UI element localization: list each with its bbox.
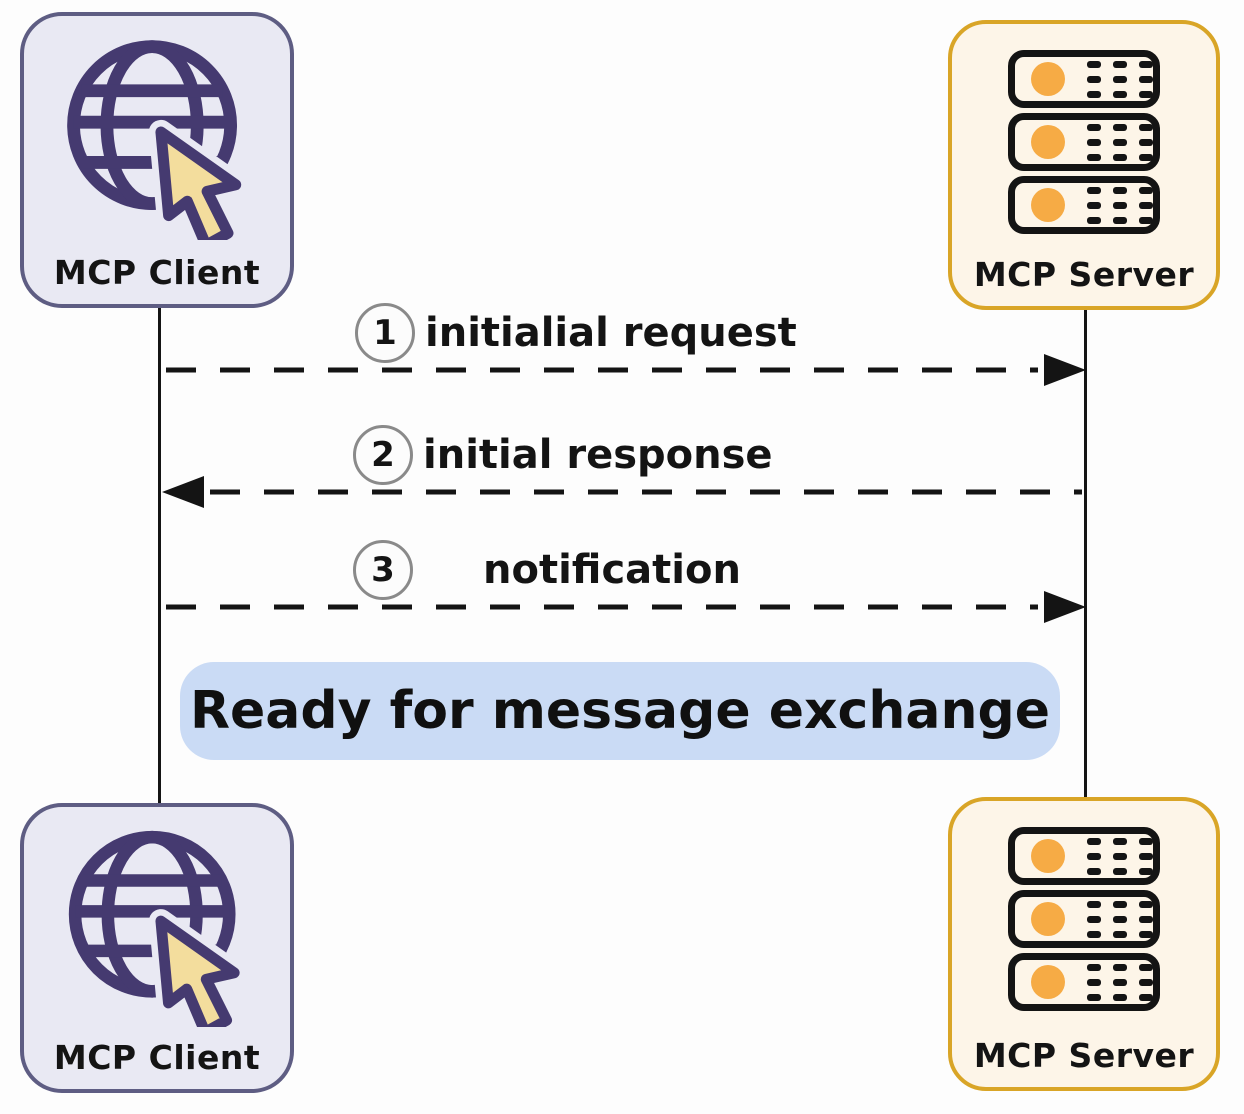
server-led-dot <box>1031 62 1065 96</box>
step-number-badge: 2 <box>353 425 413 485</box>
actor-label: MCP Server <box>973 255 1195 294</box>
message-label: initial response <box>423 432 773 478</box>
message-1-label-row: 1 initialial request <box>355 303 797 363</box>
server-stack-icon <box>1008 50 1160 234</box>
message-1-arrow-right <box>166 354 1086 386</box>
server-vent-dots <box>1087 123 1153 161</box>
message-2-label-row: 2 initial response <box>353 425 773 485</box>
actor-label: MCP Client <box>53 253 261 292</box>
server-stack-icon <box>1008 827 1160 1011</box>
message-2-arrow-left <box>162 476 1082 508</box>
message-label: notification <box>483 547 741 593</box>
server-lifeline <box>1084 306 1087 800</box>
mcp-server-top-box: MCP Server <box>948 20 1220 310</box>
mcp-client-bottom-box: MCP Client <box>20 803 294 1093</box>
server-led-dot <box>1031 839 1065 873</box>
message-3-arrow-right <box>166 591 1086 623</box>
server-vent-dots <box>1087 186 1153 224</box>
server-vent-dots <box>1087 60 1153 98</box>
client-lifeline <box>158 306 161 806</box>
server-unit <box>1008 827 1160 885</box>
server-led-dot <box>1031 125 1065 159</box>
message-label: initialial request <box>425 310 797 356</box>
server-vent-dots <box>1087 900 1153 938</box>
server-unit <box>1008 890 1160 948</box>
step-number-badge: 3 <box>353 540 413 600</box>
server-vent-dots <box>1087 837 1153 875</box>
server-unit <box>1008 953 1160 1011</box>
message-3-label-row: 3 notification <box>353 540 741 600</box>
server-led-dot <box>1031 902 1065 936</box>
mcp-client-top-box: MCP Client <box>20 12 294 308</box>
ready-note: Ready for message exchange <box>180 662 1060 760</box>
step-number-badge: 1 <box>355 303 415 363</box>
ready-note-text: Ready for message exchange <box>189 681 1050 741</box>
mcp-server-bottom-box: MCP Server <box>948 797 1220 1091</box>
cursor-icon <box>148 909 247 1027</box>
globe-icon <box>68 830 247 1027</box>
cursor-icon <box>148 119 248 240</box>
actor-label: MCP Client <box>53 1038 261 1077</box>
server-unit <box>1008 176 1160 234</box>
server-unit <box>1008 50 1160 108</box>
globe-icon <box>67 40 248 240</box>
server-vent-dots <box>1087 963 1153 1001</box>
server-unit <box>1008 113 1160 171</box>
actor-label: MCP Server <box>973 1036 1195 1075</box>
server-led-dot <box>1031 188 1065 222</box>
server-led-dot <box>1031 965 1065 999</box>
